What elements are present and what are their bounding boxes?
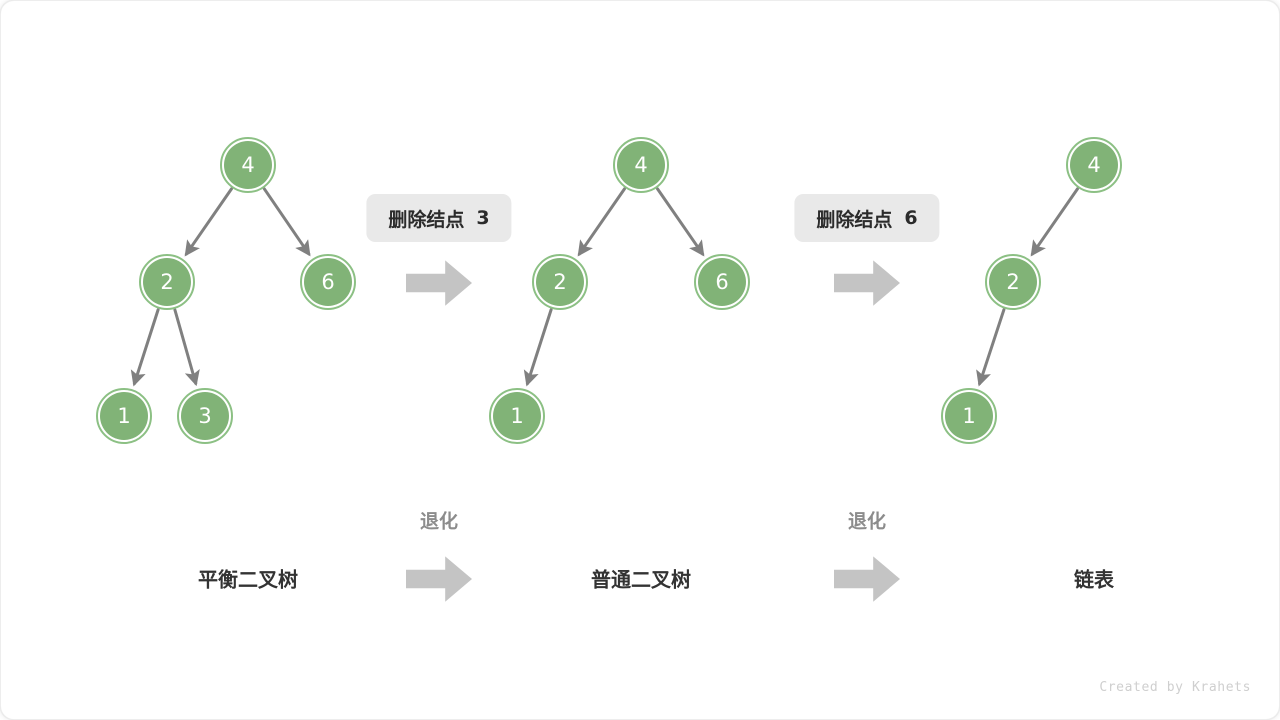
tree-node: 4 [613,137,669,193]
tree-node: 2 [985,254,1041,310]
degeneration-label: 退化 [847,510,887,533]
tree-caption: 普通二叉树 [591,567,691,592]
tree-node-label: 2 [143,258,191,306]
tree-edge [656,187,705,257]
tree-node-label: 1 [945,392,993,440]
tree-node-label: 2 [989,258,1037,306]
transition-arrow-icon [406,260,472,306]
tree-node-label: 3 [181,392,229,440]
delete-node-badge-value: 6 [904,207,918,229]
watermark-credit: Created by Krahets [1099,680,1251,695]
tree-edge [523,308,553,387]
tree-edge [130,308,160,387]
tree-node: 2 [139,254,195,310]
tree-node: 6 [300,254,356,310]
tree-caption: 平衡二叉树 [198,567,298,592]
tree-node-label: 4 [1070,141,1118,189]
tree-node-label: 1 [493,392,541,440]
delete-node-badge: 删除结点 6 [794,194,940,242]
tree-node-label: 6 [304,258,352,306]
tree-node: 2 [532,254,588,310]
transition-arrow-icon [834,260,900,306]
tree-node: 1 [96,388,152,444]
tree-node-label: 4 [617,141,665,189]
tree-node-label: 2 [536,258,584,306]
tree-node: 1 [941,388,997,444]
delete-node-badge-value: 3 [476,207,490,229]
degeneration-arrow-icon [406,556,472,602]
tree-node: 4 [1066,137,1122,193]
tree-edge [173,308,200,387]
tree-node: 1 [489,388,545,444]
delete-node-badge-text: 删除结点 [388,208,465,231]
tree-edge [976,308,1006,387]
tree-node: 3 [177,388,233,444]
tree-node-label: 4 [224,141,272,189]
tree-edge [1030,187,1079,257]
degeneration-arrow-icon [834,556,900,602]
degeneration-label: 退化 [419,510,459,533]
tree-node-label: 1 [100,392,148,440]
tree-node: 6 [694,254,750,310]
tree-edge [184,187,233,257]
tree-edge [577,187,626,257]
delete-node-badge: 删除结点 3 [366,194,512,242]
delete-node-badge-text: 删除结点 [816,208,893,231]
tree-node-label: 6 [698,258,746,306]
tree-edge [262,187,311,257]
tree-node: 4 [220,137,276,193]
tree-caption: 链表 [1074,567,1114,592]
